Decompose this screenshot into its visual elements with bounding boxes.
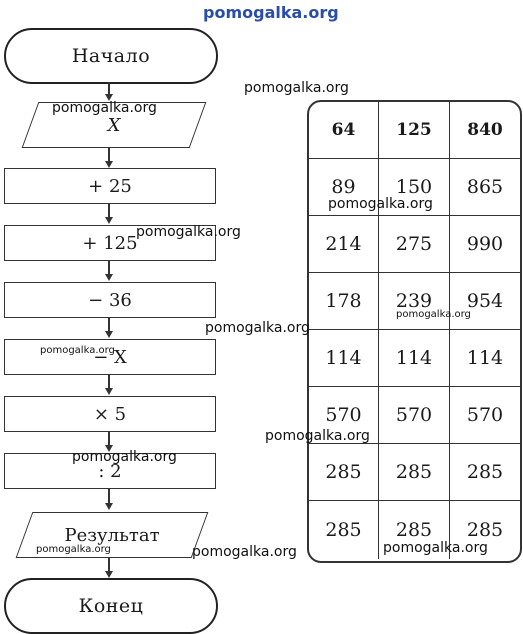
table-cell: 285 xyxy=(450,444,520,501)
arrow-down-icon xyxy=(105,217,113,224)
table-cell: 89 xyxy=(309,159,379,216)
connector-line xyxy=(108,203,110,218)
table-cell: 990 xyxy=(450,216,520,273)
table-cell: 239 xyxy=(379,273,450,330)
connector-line xyxy=(108,488,110,504)
end-terminator: Конец xyxy=(4,578,218,634)
arrow-down-icon xyxy=(105,503,113,510)
table-cell: 114 xyxy=(450,330,520,387)
watermark-text[interactable]: pomogalka.org xyxy=(136,224,241,240)
process-step: × 5 xyxy=(4,396,216,432)
table-cell: 285 xyxy=(379,444,450,501)
connector-line xyxy=(108,148,110,162)
arrow-down-icon xyxy=(105,571,113,578)
step-label: − 36 xyxy=(88,289,132,311)
start-label: Начало xyxy=(71,45,151,67)
arrow-down-icon xyxy=(105,331,113,338)
process-step: + 125 xyxy=(4,225,216,261)
watermark-text[interactable]: pomogalka.org xyxy=(205,320,310,336)
process-step: − 36 xyxy=(4,282,216,318)
table-cell: 214 xyxy=(309,216,379,273)
results-table: 64 125 840 89 150 865 214 275 990 178 23… xyxy=(307,100,522,563)
connector-line xyxy=(108,82,110,96)
table-cell: 865 xyxy=(450,159,520,216)
arrow-down-icon xyxy=(105,94,113,101)
arrow-down-icon xyxy=(105,274,113,281)
output-label: Результат xyxy=(64,524,160,546)
connector-line xyxy=(108,374,110,389)
table-header-cell: 840 xyxy=(450,102,520,159)
table-header-cell: 64 xyxy=(309,102,379,159)
process-step: − X xyxy=(4,339,216,375)
watermark-text[interactable]: pomogalka.org xyxy=(328,196,433,212)
table-cell: 570 xyxy=(309,387,379,444)
step-label: − X xyxy=(93,346,127,368)
watermark-text[interactable]: pomogalka.org xyxy=(72,449,177,465)
step-label: + 25 xyxy=(88,175,132,197)
table-cell: 570 xyxy=(379,387,450,444)
output-parallelogram: Результат xyxy=(15,512,209,558)
process-step: + 25 xyxy=(4,168,216,204)
connector-line xyxy=(108,260,110,275)
table-cell: 285 xyxy=(379,501,450,559)
connector-line xyxy=(108,558,110,572)
input-label: X xyxy=(107,114,121,136)
table-cell: 275 xyxy=(379,216,450,273)
watermark-text[interactable]: pomogalka.org xyxy=(396,309,471,320)
process-step: : 2 xyxy=(4,453,216,489)
arrow-down-icon xyxy=(105,445,113,452)
table-cell: 285 xyxy=(309,444,379,501)
step-label: : 2 xyxy=(98,460,122,482)
start-terminator: Начало xyxy=(4,28,218,84)
table-cell: 954 xyxy=(450,273,520,330)
watermark-text[interactable]: pomogalka.org xyxy=(244,80,349,96)
watermark-text[interactable]: pomogalka.org xyxy=(265,428,370,444)
table-cell: 285 xyxy=(466,519,504,541)
watermark-text[interactable]: pomogalka.org xyxy=(52,100,157,116)
end-label: Конец xyxy=(78,595,144,617)
watermark-text[interactable]: pomogalka.org xyxy=(36,544,111,555)
table-cell: 570 xyxy=(450,387,520,444)
connector-line xyxy=(108,431,110,446)
table-cell: 285 xyxy=(309,501,379,559)
table-cell: 178 xyxy=(309,273,379,330)
step-label: × 5 xyxy=(93,403,127,425)
table-cell: 150 xyxy=(379,159,450,216)
table-cell: 114 xyxy=(379,330,450,387)
table-cell: 114 xyxy=(309,330,379,387)
watermark-text[interactable]: pomogalka.org xyxy=(192,544,297,560)
input-parallelogram: X xyxy=(21,102,207,148)
watermark-text[interactable]: pomogalka.org xyxy=(40,345,115,356)
watermark-text[interactable]: pomogalka.org xyxy=(383,540,488,556)
watermark-top[interactable]: pomogalka.org xyxy=(203,3,339,22)
step-label: + 125 xyxy=(82,232,138,254)
arrow-down-icon xyxy=(105,388,113,395)
table-header-cell: 125 xyxy=(379,102,450,159)
arrow-down-icon xyxy=(105,161,113,168)
connector-line xyxy=(108,317,110,332)
